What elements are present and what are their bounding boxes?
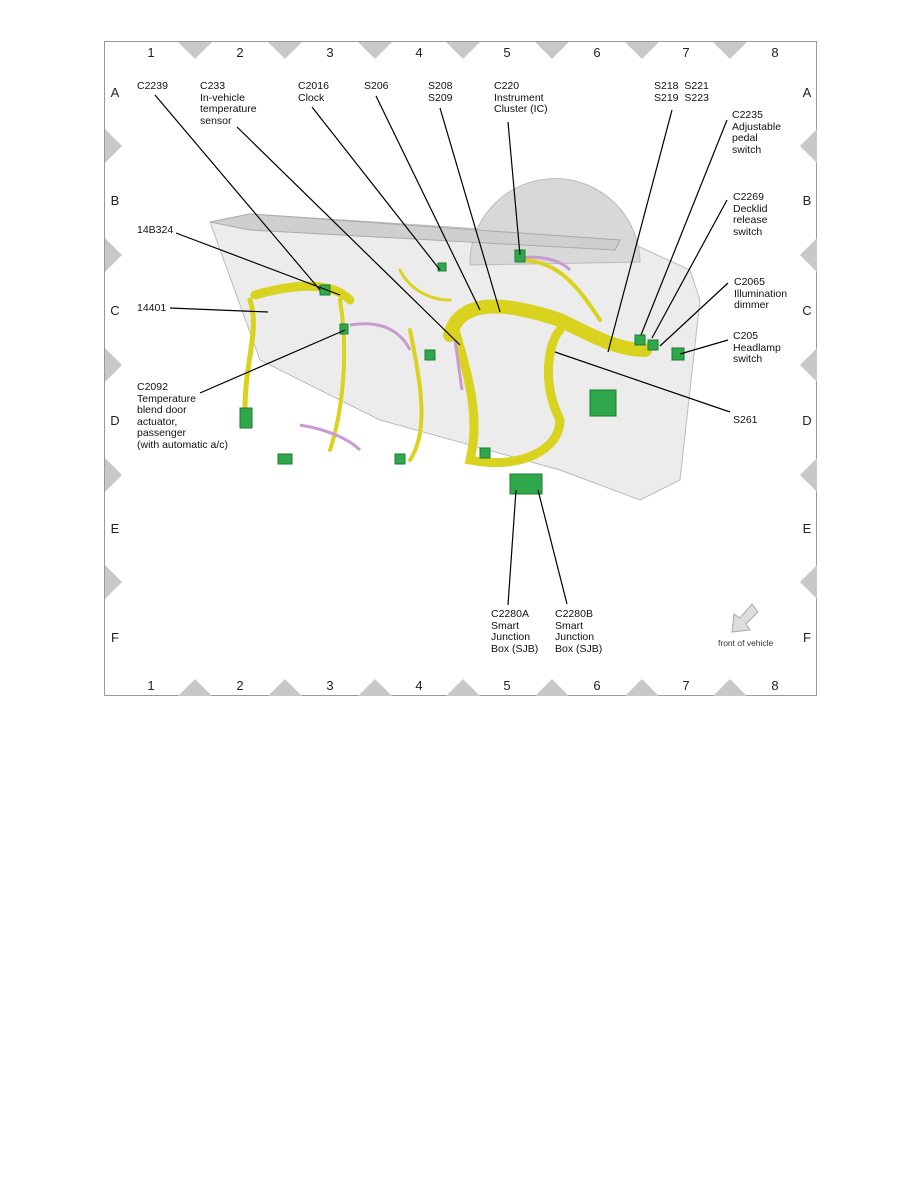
col-label-bottom: 2 — [236, 678, 244, 693]
row-label-right: C — [802, 303, 812, 318]
harness-main — [242, 258, 652, 468]
col-label-bottom: 3 — [326, 678, 334, 693]
col-label-top: 3 — [326, 45, 334, 60]
col-label-top: 5 — [503, 45, 511, 60]
row-label-left: F — [111, 630, 119, 645]
col-label-top: 8 — [771, 45, 779, 60]
callout-s261: S261 — [733, 414, 758, 426]
col-label-bottom: 1 — [147, 678, 155, 693]
row-label-right: A — [802, 85, 812, 100]
callout-14b324: 14B324 — [137, 224, 174, 236]
callout-c2239: C2239 — [137, 80, 168, 92]
sub-wires — [299, 255, 572, 452]
row-label-right: B — [802, 193, 812, 208]
front-of-vehicle-label: front of vehicle — [718, 638, 774, 648]
leader-lines — [154, 94, 731, 606]
col-label-bottom: 4 — [415, 678, 423, 693]
row-label-right: F — [803, 630, 811, 645]
row-label-left: E — [110, 521, 120, 536]
col-label-bottom: 7 — [682, 678, 690, 693]
row-label-right: E — [802, 521, 812, 536]
callout-s206: S206 — [364, 80, 389, 92]
col-label-top: 4 — [415, 45, 423, 60]
col-label-bottom: 6 — [593, 678, 601, 693]
row-label-left: B — [110, 193, 120, 208]
instrument-hood — [469, 178, 641, 266]
col-label-bottom: 5 — [503, 678, 511, 693]
col-label-top: 2 — [236, 45, 244, 60]
col-label-top: 6 — [593, 45, 601, 60]
col-label-top: 7 — [682, 45, 690, 60]
col-label-top: 1 — [147, 45, 155, 60]
callout-14401: 14401 — [137, 302, 167, 314]
front-arrow-icon — [731, 603, 759, 633]
row-label-left: A — [110, 85, 120, 100]
row-label-left: D — [110, 413, 120, 428]
grid-triangles — [105, 42, 817, 696]
col-label-bottom: 8 — [771, 678, 779, 693]
row-label-left: C — [110, 303, 120, 318]
row-label-right: D — [802, 413, 812, 428]
connectors — [239, 249, 685, 495]
